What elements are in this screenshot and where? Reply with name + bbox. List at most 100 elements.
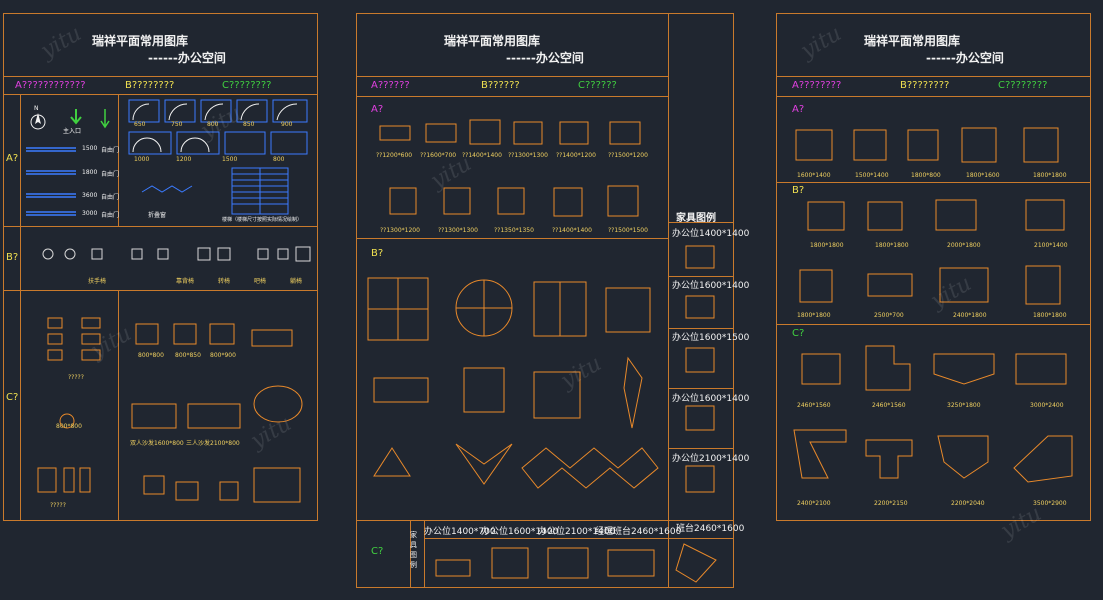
bottom-item-2: 办公位1600*1400 xyxy=(481,527,559,537)
bottom-item-1: 办公位1400*700 xyxy=(424,527,496,537)
sheet-2-row-label-b: B? xyxy=(371,248,384,259)
s3-r3-size-1: 1800*1800 xyxy=(797,312,831,319)
door-size-800: 800 xyxy=(207,121,219,128)
door-type-4: 自由门 xyxy=(101,212,120,219)
desk-size-r1-6: ??1500*1200 xyxy=(608,152,648,159)
bottom-item-5: 班台2460*1600 xyxy=(676,524,745,534)
compass-label: N xyxy=(34,105,39,112)
legend-item-1: 办公位1400*1400 xyxy=(672,229,750,239)
door-length-1500: 1500 xyxy=(82,145,98,152)
sheet-1-row-label-b: B? xyxy=(6,252,19,263)
s3-r5-size-3: 2200*2040 xyxy=(951,500,985,507)
sheet-1-header-divider-2 xyxy=(3,94,318,95)
legend-item-4: 办公位1600*1400 xyxy=(672,394,750,404)
sheet-1-row-label-c: C? xyxy=(6,392,19,403)
sofa-sets-group xyxy=(131,385,303,429)
sheet-3-header-divider-2 xyxy=(776,96,1091,97)
desk-size-r2-1: ??1300*1200 xyxy=(380,227,420,234)
sheet-1-header-a: A???????????? xyxy=(15,80,86,91)
sheet-2-header-a: A?????? xyxy=(371,80,410,91)
sheet-3-row5-desks xyxy=(793,429,1073,483)
sheet-1-col-divider-c xyxy=(118,290,119,521)
sheet-3-row-divider-2 xyxy=(776,324,1091,325)
door-size-900: 900 xyxy=(281,121,293,128)
door-length-1800: 1800 xyxy=(82,169,98,176)
sheet-2-bottom-divider-0 xyxy=(410,520,411,588)
sofa-label-850: 800*850 xyxy=(175,352,201,359)
sheet-3-row-label-b: B? xyxy=(792,185,805,196)
desk-row-2 xyxy=(389,185,639,217)
bottom-desks xyxy=(435,543,717,583)
s3-r2-size-4: 2100*1400 xyxy=(1034,242,1068,249)
door-type-2: 自由门 xyxy=(101,171,120,178)
s3-r3-size-3: 2400*1800 xyxy=(953,312,987,319)
sheet-3-header-b: B???????? xyxy=(900,80,950,91)
s3-r5-size-2: 2200*2150 xyxy=(874,500,908,507)
s3-r2-size-2: 1800*1800 xyxy=(875,242,909,249)
legend-line-1 xyxy=(668,276,734,277)
s3-r4-size-1: 2460*1560 xyxy=(797,402,831,409)
chair-label-armchair: 扶手椅 xyxy=(88,278,107,285)
chair-label-swivel: 转椅 xyxy=(218,278,231,285)
s3-r2-size-1: 1800*1800 xyxy=(810,242,844,249)
door-size-850: 850 xyxy=(243,121,255,128)
chair-label-backchair: 靠背椅 xyxy=(176,278,195,285)
legend-title: 家具图例 xyxy=(676,213,716,224)
sheet-3-row2-desks xyxy=(807,199,1065,231)
workstation-clusters xyxy=(367,277,659,489)
sheet-1-row-divider-2 xyxy=(3,290,318,291)
legend-item-2: 办公位1600*1400 xyxy=(672,281,750,291)
chair-label-lounge: 躺椅 xyxy=(290,278,303,285)
s3-r1-size-3: 1800*800 xyxy=(911,172,941,179)
sheet-1-row-divider-1 xyxy=(3,226,318,227)
s3-r5-size-1: 2400*2100 xyxy=(797,500,831,507)
sheet-2-bottom-inner-line xyxy=(424,538,734,539)
s3-r3-size-2: 2500*700 xyxy=(874,312,904,319)
entrance-arrow-icon xyxy=(70,109,82,125)
s3-r5-size-4: 3500*2900 xyxy=(1033,500,1067,507)
sofa-label-900: 800*900 xyxy=(210,352,236,359)
sheet-1-frame xyxy=(3,13,318,521)
sheet-3-frame xyxy=(776,13,1091,521)
sheet-3-row3-desks xyxy=(799,265,1061,305)
sheet-3-subtitle: ------办公空间 xyxy=(926,51,1004,65)
stairs-label: 楼梯（楼梯尺寸按照实际情况绘制） xyxy=(222,217,303,223)
sofa-set-label-triple: 三人沙发2100*800 xyxy=(186,440,240,447)
sheet-3-header-a: A???????? xyxy=(792,80,842,91)
door-length-3600: 3600 xyxy=(82,192,98,199)
door-size-1500: 1500 xyxy=(222,156,238,163)
sheet-3-row-label-a: A? xyxy=(792,104,805,115)
s3-r3-size-4: 1800*1800 xyxy=(1033,312,1067,319)
sheet-1-row-label-a: A? xyxy=(6,153,19,164)
bottom-item-3: 办公位2100*1400 xyxy=(538,527,616,537)
sheet-3-row-label-c: C? xyxy=(792,328,805,339)
legend-line-4 xyxy=(668,448,734,449)
table-label-1: ????? xyxy=(68,374,84,381)
s3-r1-size-4: 1800*1600 xyxy=(966,172,1000,179)
desk-size-r1-5: ??1400*1200 xyxy=(556,152,596,159)
sofa-lounge-group xyxy=(143,467,301,503)
desk-size-r1-2: ??1600*700 xyxy=(420,152,457,159)
desk-size-r2-4: ??1400*1400 xyxy=(552,227,592,234)
sheet-2-header-c: C?????? xyxy=(578,80,617,91)
door-type-1: 自由门 xyxy=(101,147,120,154)
compass-icon xyxy=(30,113,46,130)
sheet-3-title: 瑞祥平面常用图库 xyxy=(864,34,961,48)
sliding-door-group xyxy=(26,147,76,216)
sheet-2-bottom-divider-1 xyxy=(424,520,425,588)
s3-r1-size-1: 1600*1400 xyxy=(797,172,831,179)
sheet-3-row4-desks xyxy=(801,345,1067,391)
desk-row-1 xyxy=(379,119,641,145)
s3-r1-size-5: 1800*1800 xyxy=(1033,172,1067,179)
desk-size-r1-4: ??1300*1300 xyxy=(508,152,548,159)
door-size-1200: 1200 xyxy=(176,156,192,163)
sheet-1-col-divider-b xyxy=(118,94,119,226)
door-size-750: 750 xyxy=(171,121,183,128)
sheet-2-header-divider xyxy=(356,76,668,77)
sheet-2-header-b: B?????? xyxy=(481,80,520,91)
chair-row xyxy=(42,246,311,262)
chair-label-bar: 吧椅 xyxy=(254,278,267,285)
sheet-2-title: 瑞祥平面常用图库 xyxy=(444,34,541,48)
sofa-label-800: 800*800 xyxy=(138,352,164,359)
legend-line-3 xyxy=(668,388,734,389)
